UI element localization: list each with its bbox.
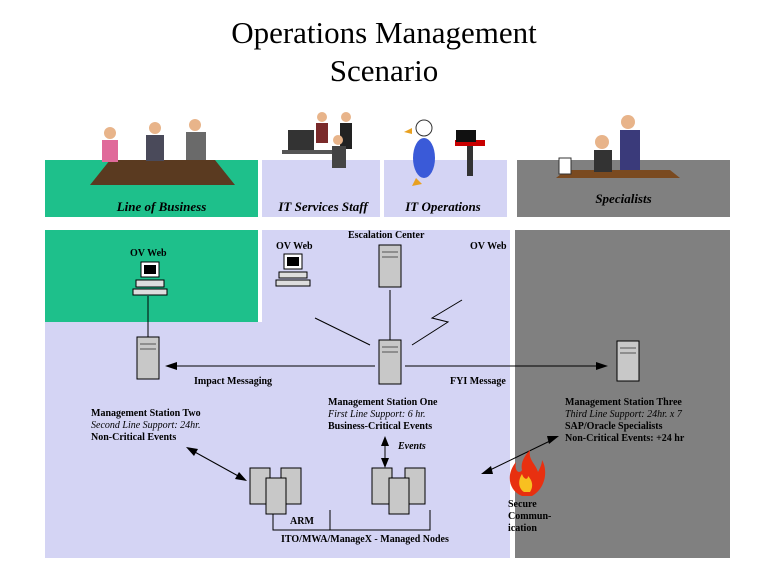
arrow-station-two-nodes	[192, 450, 241, 478]
arrow-secure-communication	[487, 439, 553, 472]
station-three-support: Third Line Support: 24hr. x 7	[565, 409, 682, 420]
label-escalation-center: Escalation Center	[348, 230, 425, 241]
label-arm: ARM	[290, 516, 314, 527]
secure-comm-line-2: Commun-	[508, 511, 552, 522]
managed-nodes-server-icons	[371, 467, 426, 515]
station-two-support: Second Line Support: 24hr.	[91, 420, 201, 431]
label-ov-web-right: OV Web	[470, 241, 507, 252]
label-impact-messaging: Impact Messaging	[194, 376, 273, 387]
managed-nodes-arm-server-icons	[249, 467, 302, 515]
secure-comm-line-1: Secure	[508, 499, 537, 510]
people-it-staff-scene	[282, 112, 352, 168]
station-one-events: Business-Critical Events	[328, 421, 433, 432]
label-fyi-message: FYI Message	[450, 376, 506, 387]
line-lightning-to-station-one	[411, 299, 463, 346]
region-specialists	[515, 230, 730, 558]
line-ovweb-to-station-one	[314, 317, 371, 346]
ov-web-workstation-left-icon	[132, 261, 168, 296]
band-it-operations	[384, 160, 507, 217]
secure-comm-line-3: ication	[508, 523, 537, 534]
band-it-services-staff	[262, 160, 380, 217]
title-line-2: Scenario	[329, 53, 439, 88]
station-one-server-icon	[378, 339, 402, 385]
label-managed-nodes: ITO/MWA/ManageX - Managed Nodes	[281, 534, 449, 545]
station-three-name: Management Station Three	[565, 397, 682, 408]
bracket-managed-nodes	[272, 510, 431, 531]
label-line-of-business: Line of Business	[116, 199, 207, 214]
region-it-ops	[45, 230, 510, 558]
label-secure-communication: Secure Commun- ication	[508, 499, 551, 535]
station-two-server-icon	[136, 336, 160, 380]
station-three-text: Management Station Three Third Line Supp…	[565, 397, 684, 445]
station-two-text: Management Station Two Second Line Suppo…	[91, 408, 201, 444]
label-it-operations: IT Operations	[405, 199, 481, 214]
station-two-events: Non-Critical Events	[91, 432, 177, 443]
mascot-it-operations-scene	[404, 119, 485, 186]
label-it-services-staff: IT Services Staff	[278, 199, 368, 214]
label-ov-web-center: OV Web	[276, 241, 313, 252]
label-ov-web-left: OV Web	[130, 248, 167, 259]
station-one-support: First Line Support: 6 hr.	[328, 409, 426, 420]
label-events: Events	[398, 441, 426, 452]
title-line-1: Operations Management	[231, 15, 537, 50]
station-one-name: Management Station One	[328, 397, 438, 408]
fire-icon	[509, 450, 546, 496]
station-three-events: Non-Critical Events: +24 hr	[565, 433, 685, 444]
escalation-center-server-icon	[378, 244, 402, 288]
station-three-server-icon	[616, 340, 640, 382]
station-two-name: Management Station Two	[91, 408, 201, 419]
people-specialists-scene	[556, 115, 680, 178]
label-specialists: Specialists	[595, 191, 652, 206]
station-one-text: Management Station One First Line Suppor…	[328, 397, 437, 433]
station-three-specialists: SAP/Oracle Specialists	[565, 421, 663, 432]
ov-web-workstation-center-icon	[275, 253, 311, 287]
people-line-of-business-scene	[90, 119, 235, 185]
